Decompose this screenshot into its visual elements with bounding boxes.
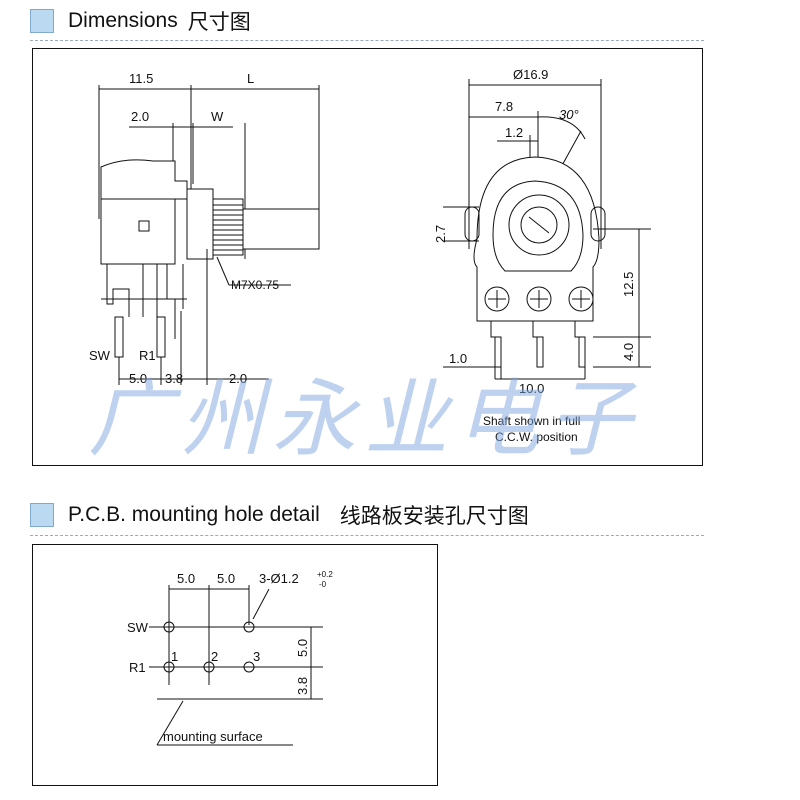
note-line2: C.C.W. position bbox=[495, 430, 578, 444]
thread-label: M7X0.75 bbox=[231, 278, 279, 292]
mounting-surface-label: mounting surface bbox=[163, 729, 263, 744]
dim-3-8: 3.8 bbox=[165, 371, 183, 386]
section-square-icon bbox=[30, 503, 54, 527]
dim-11-5: 11.5 bbox=[129, 71, 153, 86]
header-rule bbox=[30, 40, 704, 41]
dim-diameter: Ø16.9 bbox=[513, 67, 548, 82]
pcb-header: P.C.B. mounting hole detail 线路板安装孔尺寸图 bbox=[30, 500, 529, 530]
dim-1-2: 1.2 bbox=[505, 125, 523, 140]
tol-minus-label: -0 bbox=[319, 580, 327, 589]
dim-5-0: 5.0 bbox=[129, 371, 147, 386]
pcb-title: P.C.B. mounting hole detail bbox=[68, 503, 320, 526]
dim-angle: 30° bbox=[559, 107, 579, 122]
pin-sw-label: SW bbox=[89, 348, 111, 363]
pcb-title-cn: 线路板安装孔尺寸图 bbox=[339, 505, 529, 528]
dim-7-8: 7.8 bbox=[495, 99, 513, 114]
dimensions-header: Dimensions 尺寸图 bbox=[30, 6, 251, 36]
pin3-label: 3 bbox=[253, 649, 260, 664]
pcb-drawing: 5.0 5.0 3-Ø1.2 +0.2 -0 SW R1 1 2 3 5.0 3… bbox=[127, 570, 333, 746]
v-3-8-label: 3.8 bbox=[295, 677, 310, 695]
dim-W: W bbox=[211, 109, 224, 124]
dimensions-panel: 11.5 L 2.0 W M7X0.75 SW R1 5.0 3.8 2.0 Ø… bbox=[32, 48, 703, 466]
tol-plus-label: +0.2 bbox=[317, 570, 333, 579]
side-view bbox=[98, 85, 320, 385]
pitch2-label: 5.0 bbox=[217, 571, 235, 586]
thread-lines bbox=[213, 204, 243, 251]
dim-2-7: 2.7 bbox=[433, 225, 448, 243]
pin1-label: 1 bbox=[171, 649, 178, 664]
front-view bbox=[443, 79, 651, 380]
pin-r1-label: R1 bbox=[139, 348, 156, 363]
dim-12-5: 12.5 bbox=[621, 272, 636, 297]
dimensions-title: Dimensions bbox=[68, 9, 178, 32]
pitch1-label: 5.0 bbox=[177, 571, 195, 586]
hole-spec-label: 3-Ø1.2 bbox=[259, 571, 299, 586]
dim-2-0-bottom: 2.0 bbox=[229, 371, 247, 386]
row-sw-label: SW bbox=[127, 620, 149, 635]
dimensions-title-cn: 尺寸图 bbox=[187, 11, 251, 34]
dimensions-drawing: 11.5 L 2.0 W M7X0.75 SW R1 5.0 3.8 2.0 Ø… bbox=[89, 67, 651, 444]
pin2-label: 2 bbox=[211, 649, 218, 664]
header-rule bbox=[30, 535, 704, 536]
dim-1-0: 1.0 bbox=[449, 351, 467, 366]
dim-L: L bbox=[247, 71, 254, 86]
pcb-panel: 5.0 5.0 3-Ø1.2 +0.2 -0 SW R1 1 2 3 5.0 3… bbox=[32, 544, 438, 786]
row-r1-label: R1 bbox=[129, 660, 146, 675]
note-line1: Shaft shown in full bbox=[483, 414, 580, 428]
terminal-screws bbox=[484, 286, 594, 312]
v-5-0-label: 5.0 bbox=[295, 639, 310, 657]
dim-2-0-top: 2.0 bbox=[131, 109, 149, 124]
section-square-icon bbox=[30, 9, 54, 33]
dim-4-0: 4.0 bbox=[621, 343, 636, 361]
dim-10-0: 10.0 bbox=[519, 381, 544, 396]
